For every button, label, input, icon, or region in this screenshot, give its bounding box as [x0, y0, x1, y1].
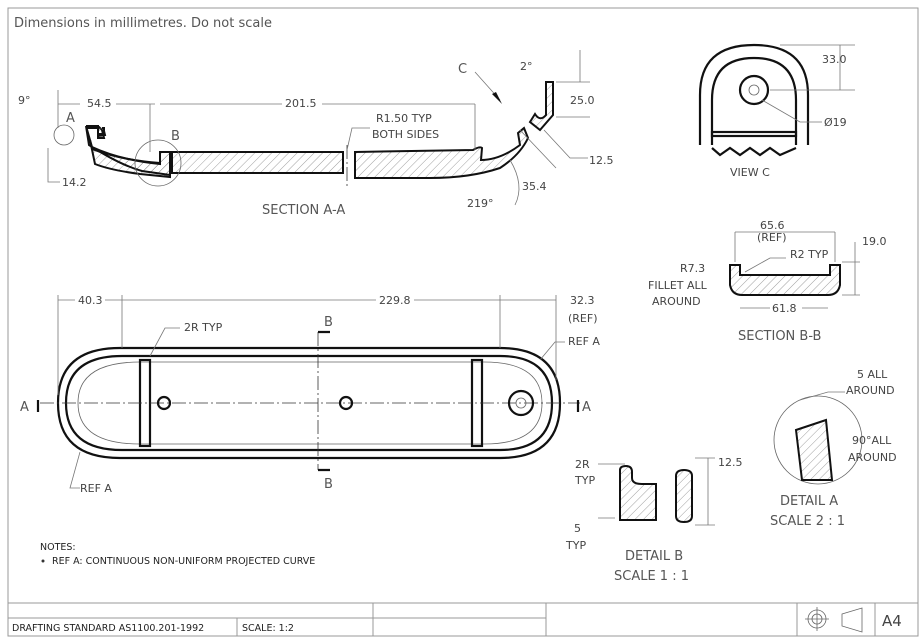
ref-a-top: REF A [568, 335, 600, 348]
view-c: 33.0 Ø19 VIEW C [698, 43, 855, 179]
section-mark-a-left: A [20, 400, 29, 415]
dim-19-0: 19.0 [862, 235, 887, 248]
dim-2r-typ: 2R TYP [184, 321, 223, 334]
dim-35-4: 35.4 [522, 180, 547, 193]
dim-14-2: 14.2 [62, 176, 87, 189]
dim-32-3: 32.3 [570, 294, 595, 307]
sheet-size: A4 [882, 612, 902, 630]
title-block: DRAFTING STANDARD AS1100.201-1992 SCALE:… [8, 602, 918, 636]
dim-65-6: 65.6 [760, 219, 785, 232]
notes-title: NOTES: [40, 542, 76, 553]
detail-b: 2R TYP 12.5 5 TYP DETAIL B SCALE 1 : 1 [565, 456, 743, 584]
section-b-b-title: SECTION B-B [738, 329, 821, 344]
detail-a-5-all: 5 ALL [857, 368, 888, 381]
detail-b-scale: SCALE 1 : 1 [614, 569, 689, 584]
view-label-c: C [458, 62, 467, 77]
detail-a-90-all: 90°ALL [852, 434, 892, 447]
dim-12-5: 12.5 [589, 154, 614, 167]
dim-angle-9: 9° [18, 94, 31, 107]
dim-201-5: 201.5 [285, 97, 317, 110]
dim-61-8: 61.8 [772, 302, 797, 315]
drafting-standard: DRAFTING STANDARD AS1100.201-1992 [12, 623, 204, 634]
detail-b-5: 5 [574, 522, 581, 535]
dim-dia-19: Ø19 [824, 116, 847, 129]
detail-a-scale: SCALE 2 : 1 [770, 514, 845, 529]
detail-a-title: DETAIL A [780, 494, 838, 509]
scale-label: SCALE: 1:2 [242, 623, 294, 634]
dim-r150-line1: R1.50 TYP [376, 112, 432, 125]
dim-around: AROUND [652, 295, 701, 308]
note-item: REF A: CONTINUOUS NON-UNIFORM PROJECTED … [52, 556, 315, 567]
dim-32-3-ref: (REF) [568, 312, 598, 325]
ref-a-bottom: REF A [80, 482, 112, 495]
third-angle-projection-icon [805, 607, 863, 633]
view-c-title: VIEW C [730, 166, 770, 179]
section-mark-b-top: B [324, 315, 333, 330]
section-a-a-title: SECTION A-A [262, 203, 345, 218]
dim-65-6-ref: (REF) [757, 231, 787, 244]
header-note: Dimensions in millimetres. Do not scale [14, 16, 272, 31]
detail-b-typ-1: TYP [574, 474, 595, 487]
dim-40-3: 40.3 [78, 294, 103, 307]
detail-a: 5 ALL AROUND 90°ALL AROUND DETAIL A SCAL… [770, 368, 897, 529]
detail-b-12-5: 12.5 [718, 456, 743, 469]
dim-r2-typ: R2 TYP [790, 248, 829, 261]
dim-229-8: 229.8 [379, 294, 411, 307]
section-label-a: A [66, 111, 75, 126]
dim-angle-2: 2° [520, 60, 533, 73]
detail-a-around-1: AROUND [846, 384, 895, 397]
detail-b-2r: 2R [575, 458, 590, 471]
section-mark-a-right: A [582, 400, 591, 415]
section-label-b: B [171, 129, 180, 144]
detail-b-typ-2: TYP [565, 539, 586, 552]
dim-54-5: 54.5 [87, 97, 112, 110]
plan-view: 40.3 229.8 32.3 (REF) 2R TYP REF A REF A… [20, 293, 600, 495]
section-a-a: A B C 9° 54.5 201.5 14.2 R1.50 TYP BOTH … [18, 50, 614, 218]
section-mark-b-bottom: B [324, 477, 333, 492]
dim-fillet-all: FILLET ALL [648, 279, 708, 292]
dim-33-0: 33.0 [822, 53, 847, 66]
detail-a-around-2: AROUND [848, 451, 897, 464]
dim-angle-219: 219° [467, 197, 494, 210]
dim-25-0: 25.0 [570, 94, 595, 107]
sheet-border [7, 7, 919, 637]
dim-r150-line2: BOTH SIDES [372, 128, 439, 141]
detail-b-title: DETAIL B [625, 549, 683, 564]
dim-r7-3: R7.3 [680, 262, 705, 275]
section-b-b: 65.6 (REF) R2 TYP 19.0 R7.3 FILLET ALL A… [648, 219, 887, 344]
view-arrow-icon [492, 92, 502, 104]
